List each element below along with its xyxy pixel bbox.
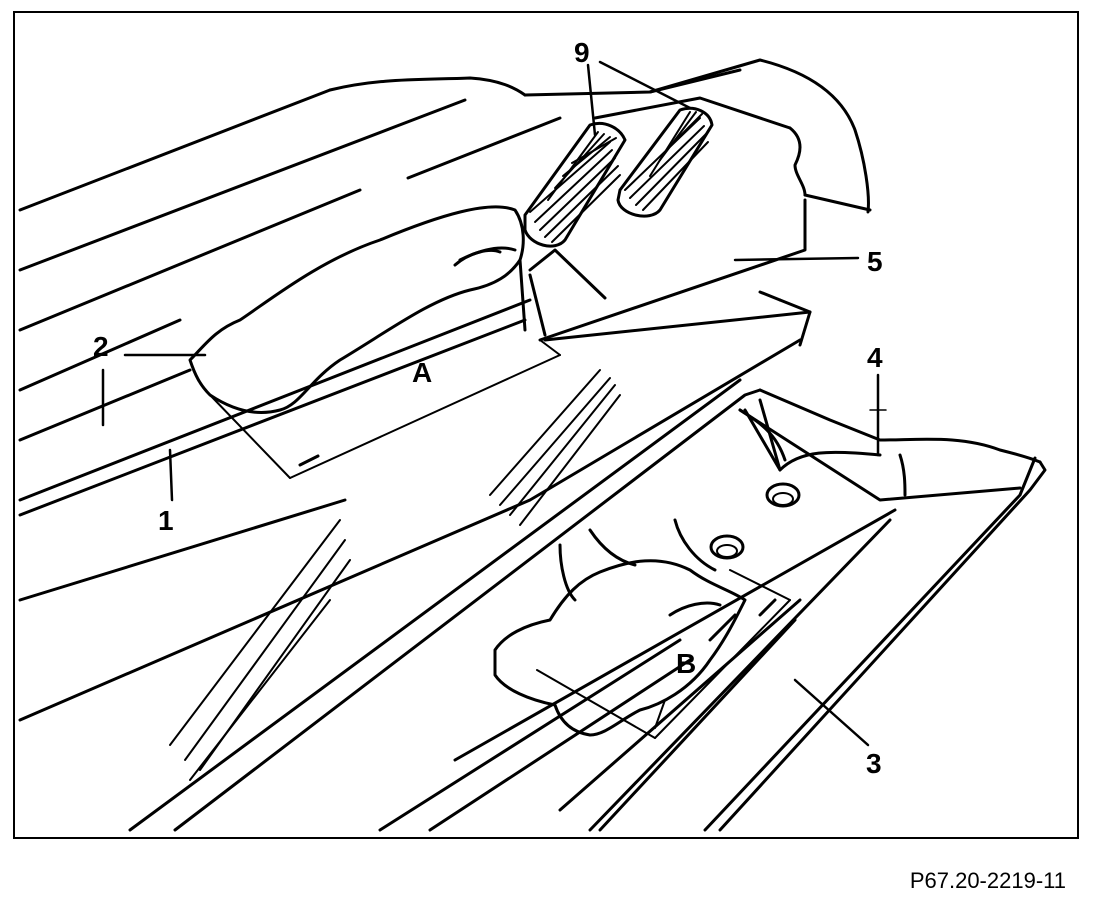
callout-4: 4: [867, 342, 883, 373]
figure-frame: [13, 11, 1079, 839]
shading-lines: [169, 369, 621, 781]
callout-b: B: [676, 648, 696, 679]
lower-clip: [493, 518, 747, 737]
upper-clip: [188, 205, 607, 414]
callout-1: 1: [158, 505, 174, 536]
figure-reference-code: P67.20-2219-11: [909, 868, 1066, 893]
callout-3: 3: [866, 748, 882, 779]
dimension-lines: [209, 339, 791, 739]
trim-edges: [18, 193, 872, 722]
callout-a: A: [412, 357, 432, 388]
mounting-holes: [709, 482, 801, 560]
callout-2: 2: [93, 331, 109, 362]
callout-leaders: [101, 60, 887, 747]
lower-sill-panel: [128, 378, 1047, 832]
stud-bolts: [523, 106, 714, 248]
callout-5: 5: [867, 246, 883, 277]
upper-trim-panel: [18, 58, 870, 442]
callout-9: 9: [574, 37, 590, 68]
